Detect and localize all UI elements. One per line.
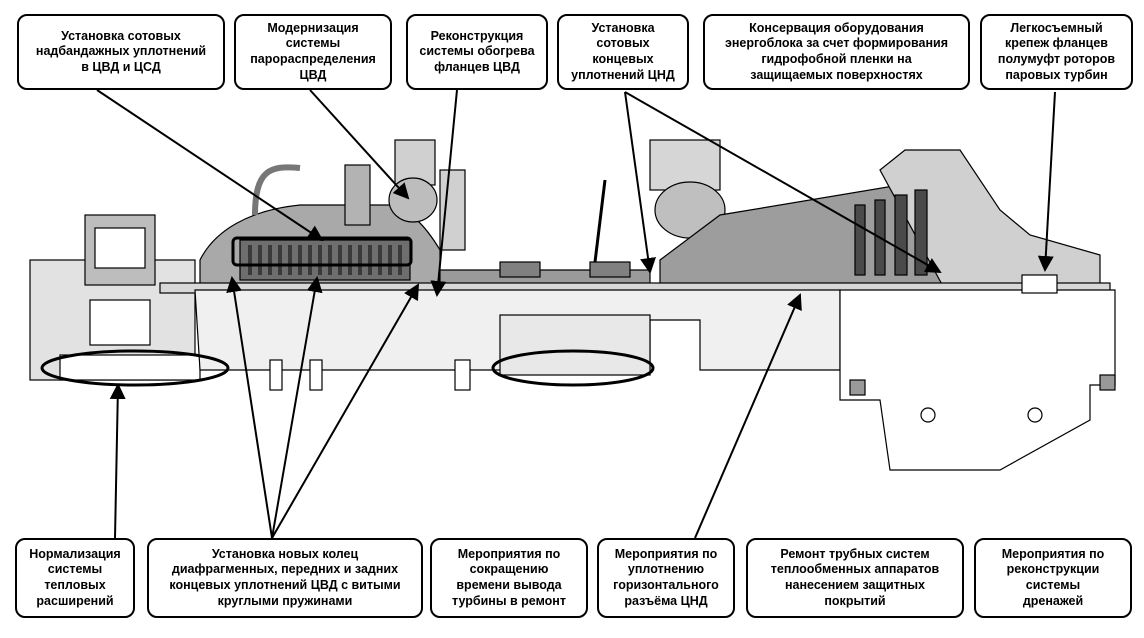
turbine-body <box>29 139 1116 471</box>
callout-preservation: Консервация оборудования энергоблока за … <box>703 14 970 90</box>
callout-flange-heating: Реконструкция системы обогрева фланцев Ц… <box>406 14 548 90</box>
callout-coupling-fasteners: Легкосъемный крепеж фланцев полумуфт рот… <box>980 14 1133 90</box>
callout-steam-distribution: Модернизация системы парораспределения Ц… <box>234 14 392 90</box>
callout-shutdown-time: Мероприятия по сокращению времени вывода… <box>430 538 588 618</box>
leader-lines <box>96 89 1056 539</box>
callout-drainage: Мероприятия по реконструкции системы дре… <box>974 538 1132 618</box>
callout-seal-rings: Установка новых колец диафрагменных, пер… <box>147 538 423 618</box>
callout-lp-end-seals: Установка сотовых концевых уплотнений ЦН… <box>557 14 689 90</box>
callout-lp-joint-sealing: Мероприятия по уплотнению горизонтальног… <box>597 538 735 618</box>
callout-honeycomb-shroud-seals: Установка сотовых надбандажных уплотнени… <box>17 14 225 90</box>
callout-heat-exchanger-repair: Ремонт трубных систем теплообменных аппа… <box>746 538 964 618</box>
callout-thermal-expansion: Нормализация системы тепловых расширений <box>15 538 135 618</box>
